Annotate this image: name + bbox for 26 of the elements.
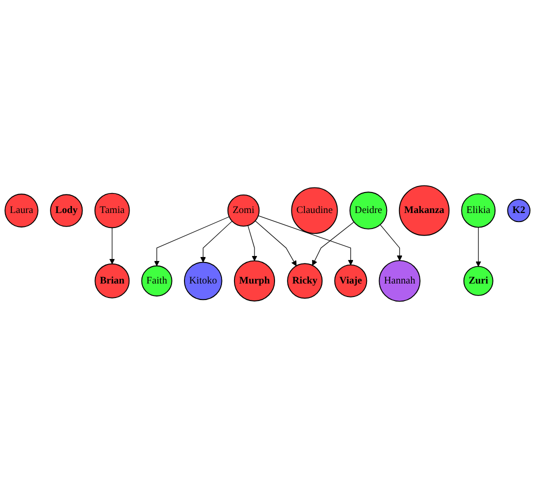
node-circle: K2 [507,198,530,222]
node-circle: Brian [94,263,130,298]
arrow [154,216,230,266]
node-circle: Deidre [349,192,388,230]
arrow [258,215,354,266]
arrow [200,220,232,262]
node-circle: Claudine [291,187,338,234]
node-circle: Murph [234,260,276,302]
node-circle: Makanza [398,185,450,236]
node-circle: Elikia [461,193,496,228]
node-circle: Faith [141,265,172,296]
node-circle: Laura [4,194,38,228]
arrow [380,224,402,261]
node-circle: Zomi [227,194,260,227]
arrow [109,227,115,264]
node-circle: Kitoko [184,262,222,300]
arrow [476,226,482,267]
node-circle: Lody [50,194,83,227]
node-circle: Viaje [334,264,368,298]
arrow [254,220,297,266]
node-circle: Hannah [378,260,420,302]
arrow [312,222,354,266]
arrow [248,225,258,262]
node-circle: Zuri [463,266,494,296]
node-circle: Ricky [287,263,323,299]
node-circle: Tamia [94,192,130,228]
